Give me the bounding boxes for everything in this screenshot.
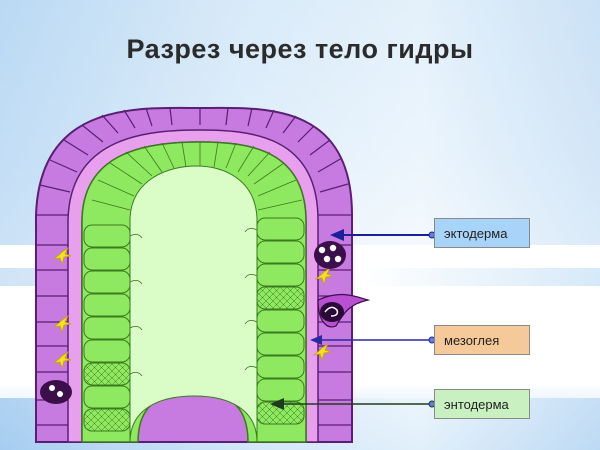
mesoglea-arrow [310,335,436,345]
label-mesoglea: мезоглея [434,325,530,355]
endoderm-cells-right [256,217,305,425]
endoderm-flagella [129,228,258,377]
nerve-cells [52,246,334,370]
stinging-cell [317,293,371,328]
endoderm-cells-left [83,224,131,432]
endoderm-arrow [270,398,436,410]
endoderm-arch-cells [91,141,303,211]
page-title: Разрез через тело гидры [126,34,474,64]
gastric-cavity [129,165,258,443]
interstitial-cells [40,241,346,404]
label-endoderm: энтодерма [434,389,530,419]
label-ectoderm: эктодерма [434,218,530,248]
